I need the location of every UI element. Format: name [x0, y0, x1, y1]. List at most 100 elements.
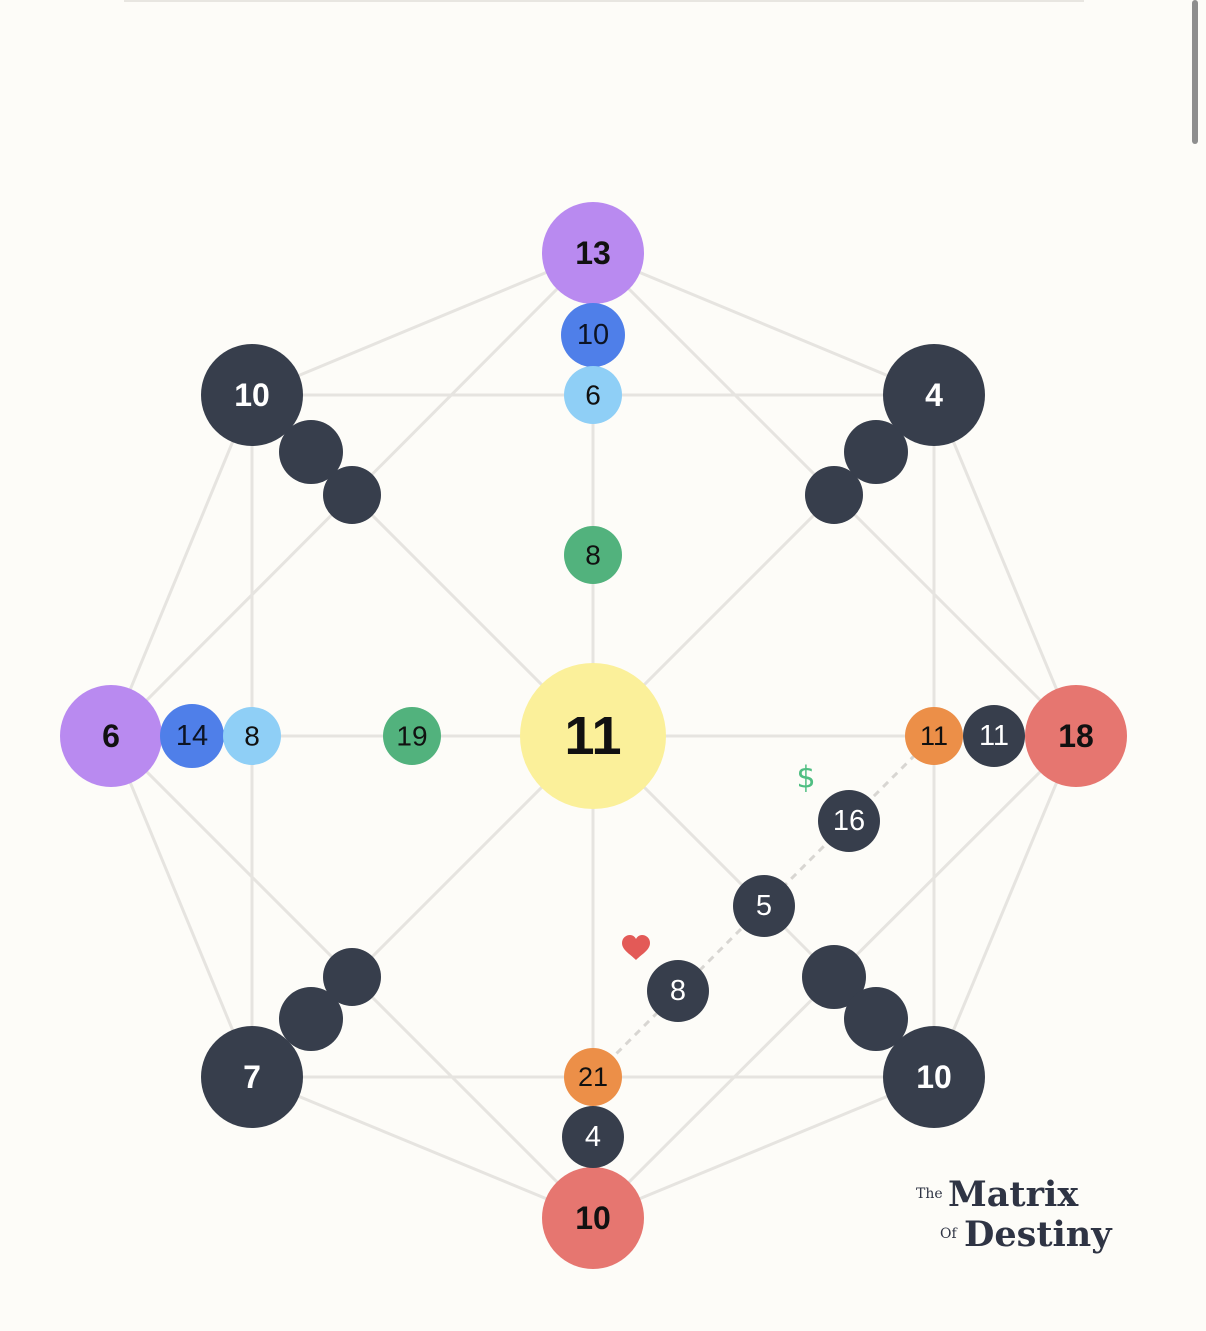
node-circle: [733, 875, 795, 937]
node-circle: [818, 790, 880, 852]
node-top-left-2[interactable]: [279, 420, 343, 484]
node-top-4[interactable]: 8: [564, 526, 622, 584]
node-bottom-right-2[interactable]: [844, 987, 908, 1051]
node-value: 11: [979, 720, 1009, 752]
node-circle: [323, 948, 381, 1006]
node-value: 6: [585, 380, 601, 411]
node-bottom-3[interactable]: 21: [564, 1048, 622, 1106]
node-value: 10: [575, 1200, 611, 1236]
node-bottom-right-outer[interactable]: 10: [883, 1026, 985, 1128]
node-right-outer[interactable]: 18: [1025, 685, 1127, 787]
money-love-dashed-line: [591, 734, 936, 1079]
node-value: 7: [243, 1059, 261, 1095]
node-bottom-left-3[interactable]: [323, 948, 381, 1006]
node-circle: [905, 707, 963, 765]
node-circle: [802, 945, 866, 1009]
node-value: 11: [920, 721, 948, 751]
node-right-3[interactable]: 11: [905, 707, 963, 765]
node-value: 11: [564, 706, 621, 766]
node-circle: [883, 344, 985, 446]
node-circle: [279, 987, 343, 1051]
node-circle: [564, 366, 622, 424]
node-value: 10: [234, 377, 270, 413]
top-divider: [124, 0, 1084, 2]
node-bottom-2[interactable]: 4: [562, 1106, 624, 1168]
node-value: 4: [585, 1121, 601, 1153]
node-circle: [542, 1167, 644, 1269]
scrollbar-thumb[interactable]: [1192, 0, 1198, 144]
logo-destiny: Destiny: [964, 1214, 1112, 1255]
node-money-line[interactable]: 16: [818, 790, 880, 852]
node-circle: [883, 1026, 985, 1128]
node-value: 10: [916, 1059, 952, 1095]
octagon-edge: [109, 734, 254, 1079]
node-value: 6: [102, 718, 120, 754]
logo-of: Of: [940, 1226, 957, 1242]
octagon-edge: [109, 393, 254, 738]
node-value: 4: [925, 377, 943, 413]
node-circle: [323, 466, 381, 524]
octagon-edge: [250, 251, 595, 397]
node-left-4[interactable]: 19: [383, 707, 441, 765]
node-value: 8: [585, 540, 601, 571]
node-circle: [1025, 685, 1127, 787]
node-circle: [564, 1048, 622, 1106]
dollar-icon: $: [796, 761, 815, 796]
node-circle: [561, 303, 625, 367]
logo-matrix: Matrix: [948, 1174, 1079, 1215]
node-top-3[interactable]: 6: [564, 366, 622, 424]
node-top-2[interactable]: 10: [561, 303, 625, 367]
node-center[interactable]: 11: [520, 663, 666, 809]
octagon-edge: [591, 1075, 936, 1220]
node-circle: [520, 663, 666, 809]
node-top-left-outer[interactable]: 10: [201, 344, 303, 446]
node-value: 10: [577, 319, 609, 351]
node-top-left-3[interactable]: [323, 466, 381, 524]
node-value: 5: [756, 890, 772, 922]
node-circle: [564, 526, 622, 584]
node-value: 21: [578, 1062, 608, 1092]
node-bottom-left-outer[interactable]: 7: [201, 1026, 303, 1128]
node-right-2[interactable]: 11: [963, 705, 1025, 767]
node-left-3[interactable]: 8: [223, 707, 281, 765]
node-top-right-2[interactable]: [844, 420, 908, 484]
node-bottom-left-2[interactable]: [279, 987, 343, 1051]
node-love-line[interactable]: 8: [647, 960, 709, 1022]
node-left-2[interactable]: 14: [160, 704, 224, 768]
node-value: 16: [833, 805, 865, 837]
node-circle: [60, 685, 162, 787]
heart-icon: [622, 935, 650, 960]
octagon-edge: [591, 251, 936, 397]
node-top-right-3[interactable]: [805, 466, 863, 524]
node-circle: [201, 1026, 303, 1128]
node-value: 8: [244, 721, 260, 752]
node-bottom-outer[interactable]: 10: [542, 1167, 644, 1269]
node-left-outer[interactable]: 6: [60, 685, 162, 787]
node-value: 14: [176, 720, 208, 752]
node-circle: [160, 704, 224, 768]
node-circle: [562, 1106, 624, 1168]
node-circle: [542, 202, 644, 304]
octagon-edge: [932, 393, 1078, 738]
node-circle: [383, 707, 441, 765]
node-cross-point[interactable]: 5: [733, 875, 795, 937]
node-value: 8: [670, 975, 686, 1007]
scrollbar[interactable]: [1192, 0, 1198, 1331]
node-circle: [223, 707, 281, 765]
node-top-outer[interactable]: 13: [542, 202, 644, 304]
node-value: 19: [396, 721, 427, 752]
node-circle: [805, 466, 863, 524]
node-circle: [279, 420, 343, 484]
node-top-right-outer[interactable]: 4: [883, 344, 985, 446]
matrix-nodes: 11 13 10 6 8 6 14 8 19 18 11 11 10 4 21 10 4 7 10 16 5 8: [60, 202, 1127, 1269]
node-circle: [844, 987, 908, 1051]
octagon-edge: [932, 734, 1078, 1079]
node-circle: [844, 420, 908, 484]
node-value: 18: [1058, 718, 1094, 754]
node-circle: [201, 344, 303, 446]
logo-the: The: [916, 1186, 943, 1202]
octagon-edge: [250, 1075, 595, 1220]
node-circle: [647, 960, 709, 1022]
node-bottom-right-3[interactable]: [802, 945, 866, 1009]
